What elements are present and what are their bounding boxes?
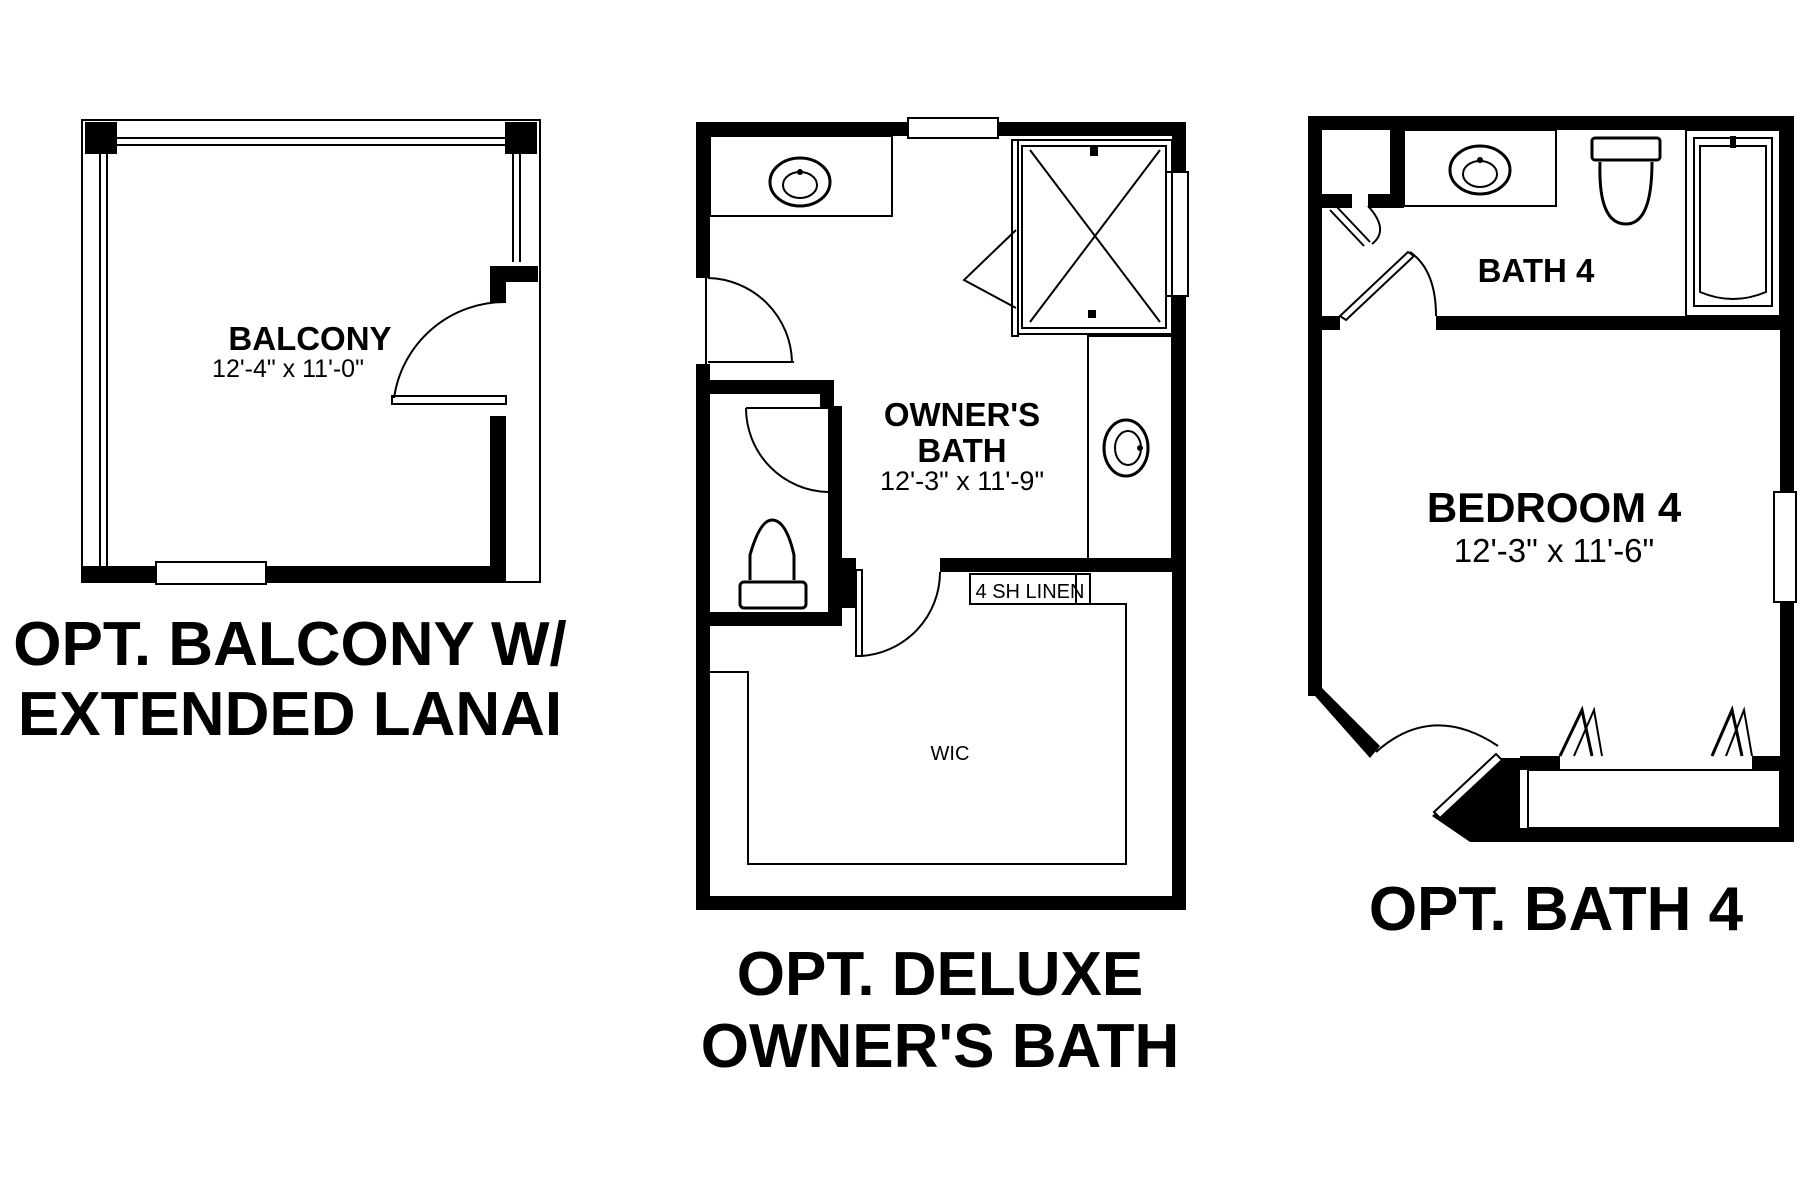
- owners-bath-plan: 4 SH LINEN WIC OWNER'S BATH 12'-3" x 11'…: [696, 117, 1189, 1081]
- window-icon: [155, 561, 267, 585]
- balcony-wall: [82, 566, 156, 582]
- vanity-counter: [1403, 129, 1557, 207]
- bath-wall: [696, 896, 1186, 910]
- option-caption: OPT. BATH 4: [1369, 875, 1744, 944]
- bath-wall: [1752, 756, 1794, 770]
- bath-wall: [1368, 194, 1404, 208]
- option-caption: EXTENDED LANAI: [18, 680, 562, 749]
- bath-wall: [696, 364, 710, 910]
- bath-wall: [1322, 316, 1340, 330]
- option-caption: OWNER'S BATH: [701, 1012, 1180, 1081]
- room-dimensions: 12'-4" x 11'-0": [212, 355, 364, 383]
- sink-icon: [768, 156, 832, 208]
- vanity-counter: [1087, 335, 1173, 563]
- door-swing-icon: [1329, 205, 1381, 247]
- window-icon: [1165, 171, 1189, 297]
- bath-wall: [940, 558, 1180, 572]
- bath-wall: [696, 122, 908, 136]
- room-dimensions: 12'-3" x 11'-6": [1454, 532, 1655, 569]
- option-caption: OPT. DELUXE: [737, 940, 1144, 1009]
- bath-wall: [1436, 316, 1794, 330]
- bath-wall: [1432, 758, 1520, 842]
- bath-wall: [1780, 602, 1794, 842]
- option-caption: OPT. BALCONY W/: [13, 610, 566, 679]
- room-name: BALCONY: [228, 320, 391, 357]
- bath-wall: [842, 558, 856, 608]
- room-dimensions: 12'-3" x 11'-9": [880, 466, 1044, 496]
- vanity-counter: [709, 135, 893, 217]
- room-name: OWNER'S: [884, 396, 1040, 433]
- linen-label: 4 SH LINEN: [976, 581, 1085, 603]
- bath-wall: [1780, 116, 1794, 492]
- bath-wall: [1308, 116, 1322, 696]
- balcony-wall: [490, 266, 506, 302]
- bath-wall: [696, 122, 710, 278]
- room-name: BEDROOM 4: [1427, 484, 1682, 531]
- bath-wall: [1322, 194, 1352, 208]
- bath-wall: [820, 380, 834, 408]
- toilet-icon: [1590, 136, 1662, 226]
- bath-wall: [1308, 688, 1380, 758]
- door-swing-icon: [1375, 724, 1504, 820]
- balcony-post: [505, 122, 537, 154]
- wic-label: WIC: [931, 743, 970, 765]
- room-name: BATH 4: [1478, 252, 1595, 289]
- bath4-plan: BATH 4 BEDROOM 4 12'-3" x 11'-6" OPT. BA…: [1308, 116, 1797, 944]
- bath-wall: [710, 612, 842, 626]
- door-swing-icon: [855, 569, 942, 657]
- door-swing-icon: [705, 277, 794, 364]
- bath-wall: [1520, 756, 1560, 770]
- balcony-post: [85, 122, 117, 154]
- window-icon: [1773, 491, 1797, 603]
- balcony-wall: [490, 416, 506, 582]
- sink-icon: [1102, 418, 1150, 478]
- bath-wall: [1520, 828, 1794, 842]
- closet-bifold-doors: [1558, 705, 1753, 757]
- linen-shelf: [969, 573, 1091, 605]
- shower-icon: [962, 139, 1173, 337]
- door-swing-icon: [745, 407, 829, 493]
- bath-wall: [1172, 122, 1186, 172]
- bath-wall: [710, 380, 830, 394]
- wic-shelving: [710, 603, 1127, 865]
- bath-wall: [1390, 130, 1404, 206]
- balcony-plan: BALCONY 12'-4" x 11'-0" OPT. BALCONY W/ …: [13, 119, 567, 749]
- bathtub-icon: [1685, 129, 1781, 317]
- bath-wall: [828, 406, 842, 624]
- bath-wall: [1308, 116, 1794, 130]
- bath-wall: [998, 122, 1186, 136]
- sink-icon: [1448, 144, 1512, 196]
- bath-wall: [1172, 296, 1186, 910]
- door-swing-icon: [1338, 250, 1437, 322]
- balcony-wall: [266, 566, 506, 582]
- window-icon: [907, 117, 999, 139]
- room-name: BATH: [917, 432, 1006, 469]
- closet-shelving: [1527, 769, 1781, 829]
- toilet-icon: [738, 518, 808, 610]
- door-swing-icon: [391, 300, 507, 405]
